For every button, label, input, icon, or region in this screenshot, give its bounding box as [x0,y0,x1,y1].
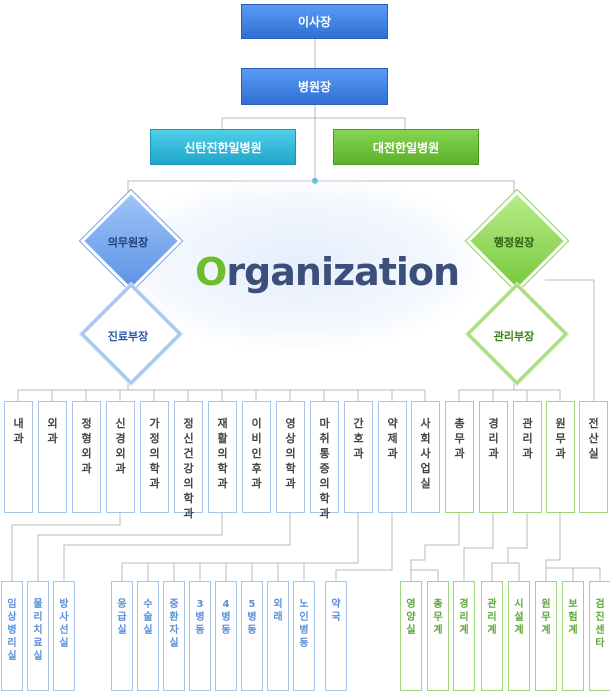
director-label: 병원장 [297,80,332,94]
chairman-label: 이사장 [297,15,332,29]
hospital-box-daejeon: 대전한일병원 [333,129,479,165]
management-head-label: 관리부장 [493,330,535,343]
clinical-head-label: 진료부장 [107,330,149,343]
title-glow [120,178,480,348]
hospital-box-sintanjin: 신탄진한일병원 [150,129,296,165]
admin-director-label: 행정원장 [493,236,535,249]
hospital-label-sintanjin: 신탄진한일병원 [184,140,262,155]
page-title: Organization [195,250,460,294]
chairman-box: 이사장 [241,4,388,39]
director-box: 병원장 [241,68,388,105]
hospital-label-daejeon: 대전한일병원 [372,140,440,155]
medical-director-label: 의무원장 [107,236,149,249]
